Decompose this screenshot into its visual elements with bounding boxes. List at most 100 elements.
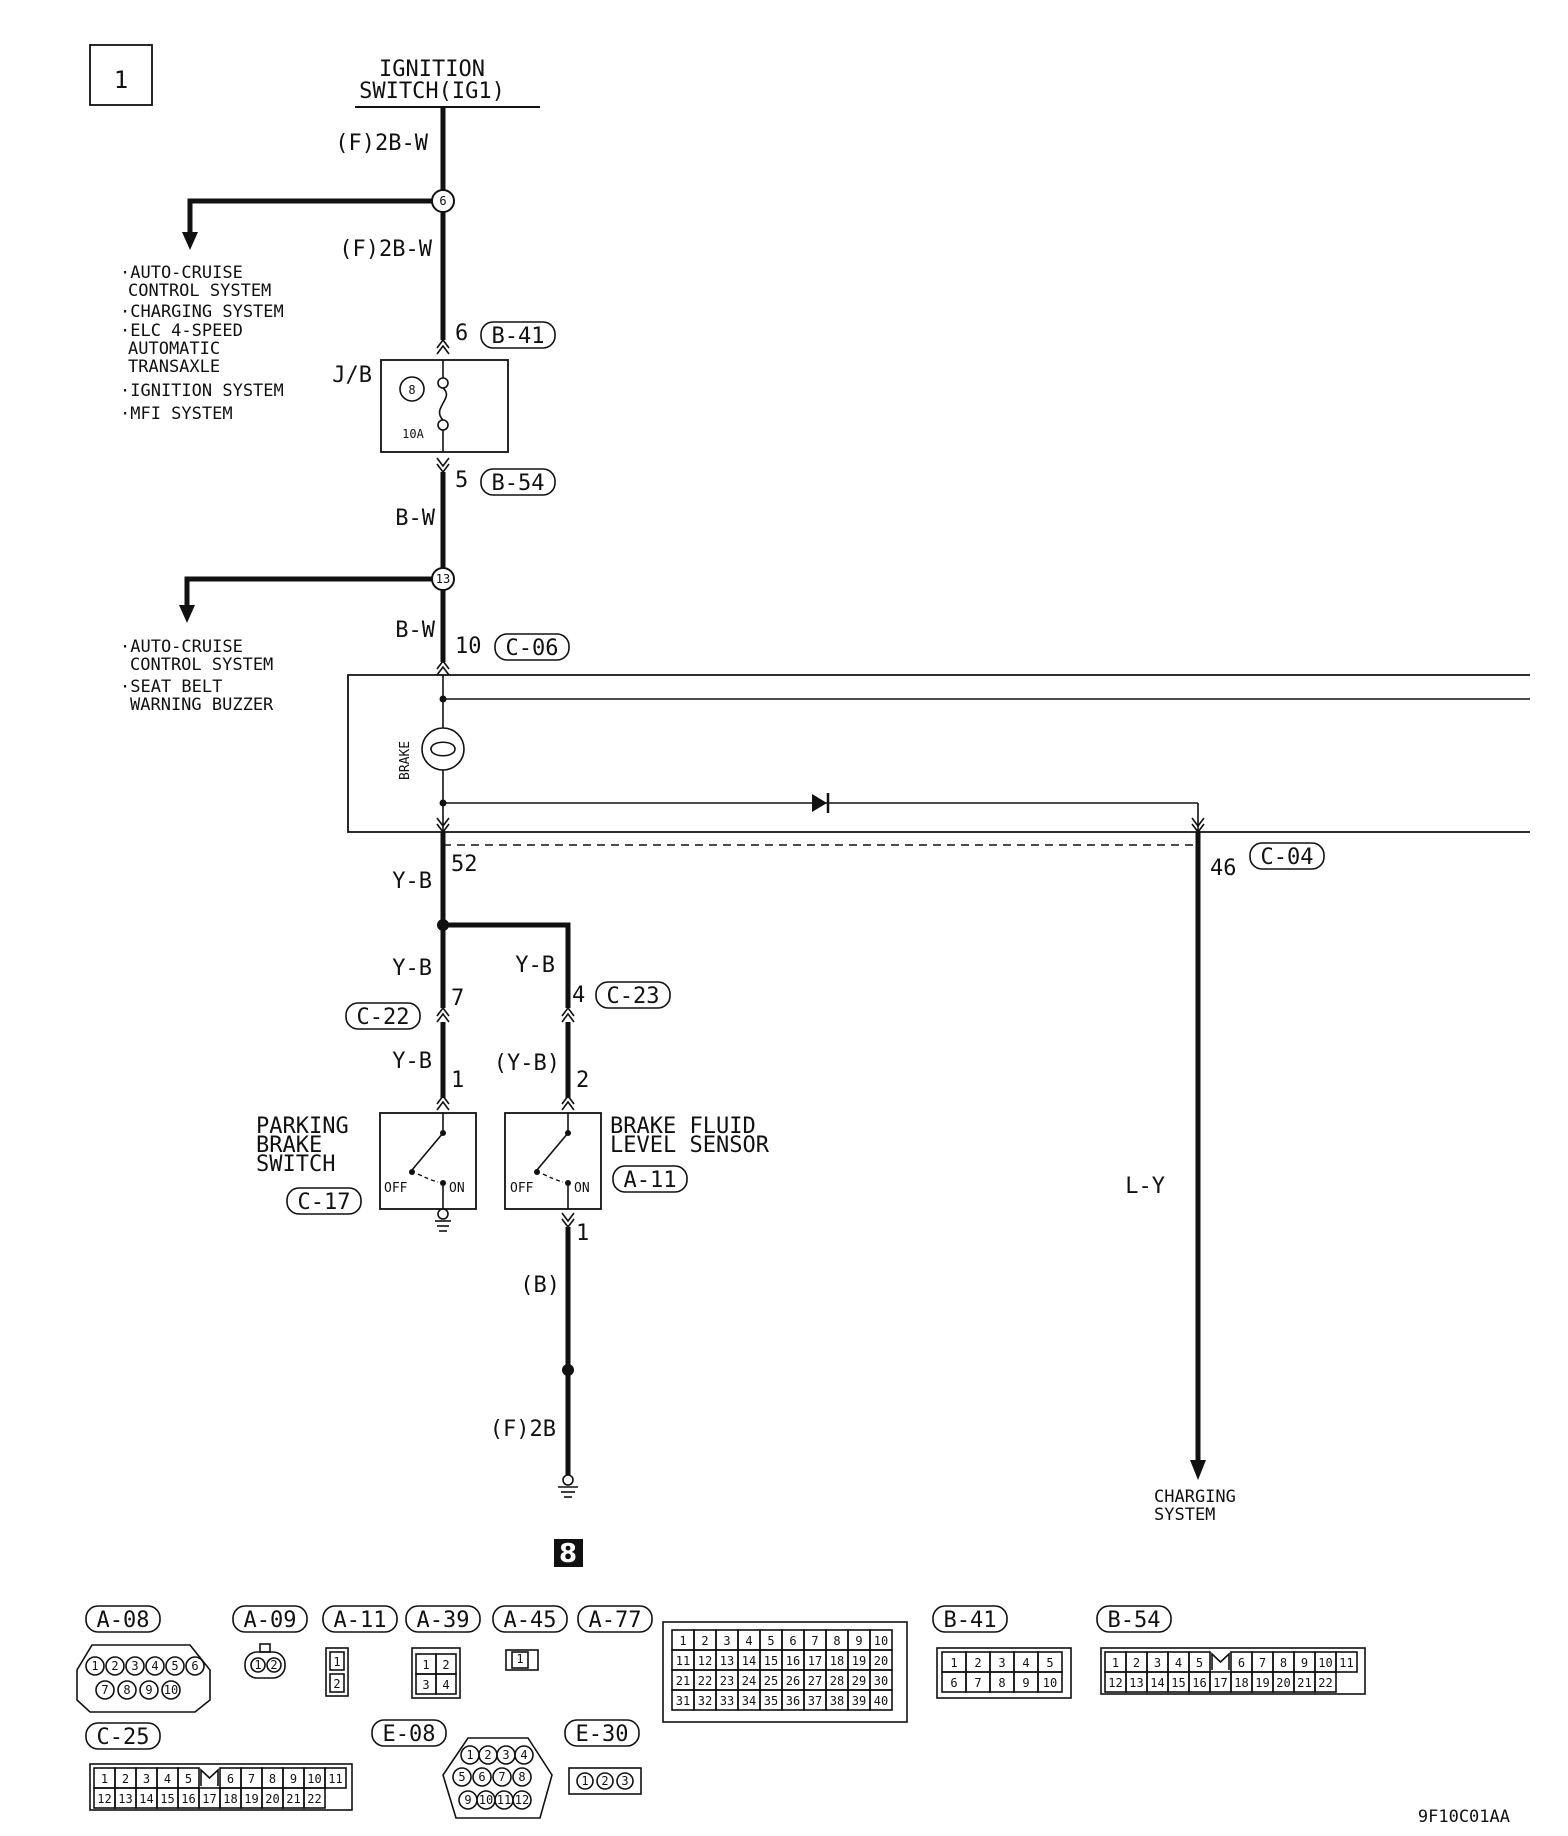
connector-pin-ring bbox=[161, 1680, 181, 1700]
b54-id: B-54 bbox=[492, 471, 545, 496]
connector-pin-ring bbox=[596, 1772, 614, 1790]
connector-pin-ring bbox=[185, 1656, 205, 1676]
parking-switch-label-1: PARKING bbox=[256, 1114, 349, 1139]
fluid-switch-lever bbox=[536, 1132, 569, 1171]
connector-pin: 15 bbox=[160, 1792, 174, 1806]
charging-dest-line2: SYSTEM bbox=[1154, 1505, 1215, 1525]
c17-tag bbox=[286, 1187, 362, 1215]
parking-switch-on: ON bbox=[449, 1181, 465, 1196]
svg-text:CONTROL SYSTEM: CONTROL SYSTEM bbox=[128, 281, 271, 301]
connector-pin: 13 bbox=[118, 1792, 132, 1806]
meter-box bbox=[347, 674, 1530, 833]
c22-id: C-22 bbox=[357, 1005, 410, 1030]
c22-chevron bbox=[436, 1006, 450, 1023]
connector-pin: 17 bbox=[1213, 1676, 1227, 1690]
c17-chevron bbox=[436, 1094, 450, 1111]
parking-switch-pivot bbox=[409, 1169, 415, 1175]
branch1-line bbox=[187, 198, 432, 235]
source-label-line2: SWITCH(IG1) bbox=[359, 79, 505, 104]
connector-pin: 18 bbox=[830, 1654, 844, 1668]
connector-pin: 2 bbox=[442, 1658, 449, 1672]
connector-pin: 2 bbox=[701, 1634, 708, 1648]
a11-chevron-bottom bbox=[561, 1212, 575, 1229]
ground-splice bbox=[562, 1364, 574, 1376]
connector-pin-ring bbox=[266, 1657, 282, 1673]
connector-pin: 36 bbox=[786, 1694, 800, 1708]
meter-node-1 bbox=[439, 695, 447, 703]
legend-a11: A-11 12 bbox=[322, 1605, 398, 1697]
wire-label-after-j2: B-W bbox=[395, 618, 435, 643]
connector-pin-cell bbox=[869, 1689, 893, 1711]
connector-pin: 6 bbox=[789, 1634, 796, 1648]
connector-pin: 29 bbox=[852, 1674, 866, 1688]
jb-box bbox=[380, 359, 509, 453]
b41-chevron bbox=[436, 338, 450, 355]
connector-pin: 20 bbox=[1276, 1676, 1290, 1690]
parking-switch-lever bbox=[411, 1132, 444, 1171]
connector-pin: 4 bbox=[164, 1772, 171, 1786]
svg-text:C-25: C-25 bbox=[97, 1725, 150, 1750]
connector-pin: 1 bbox=[466, 1748, 473, 1762]
connector-pin: 6 bbox=[1238, 1656, 1245, 1670]
connector-pin: 35 bbox=[764, 1694, 778, 1708]
connector-pin: 2 bbox=[270, 1658, 277, 1672]
connector-pin: 32 bbox=[698, 1694, 712, 1708]
c06-tag bbox=[494, 633, 570, 661]
svg-text:A-45: A-45 bbox=[504, 1608, 557, 1633]
jb-fuse-number: 8 bbox=[408, 383, 415, 397]
connector-pin-cell bbox=[1314, 1671, 1337, 1693]
connector-pin: 8 bbox=[123, 1683, 130, 1697]
connector-pin: 37 bbox=[808, 1694, 822, 1708]
connector-pin: 12 bbox=[698, 1654, 712, 1668]
connector-pin: 28 bbox=[830, 1674, 844, 1688]
connector-pin: 4 bbox=[1175, 1656, 1182, 1670]
b54-chevron bbox=[436, 457, 450, 474]
connector-pin: 3 bbox=[131, 1659, 138, 1673]
connector-pin: 23 bbox=[720, 1674, 734, 1688]
connector-pin: 5 bbox=[171, 1659, 178, 1673]
connector-pin: 16 bbox=[786, 1654, 800, 1668]
connector-pin: 34 bbox=[742, 1694, 756, 1708]
a11-pin-bottom: 1 bbox=[576, 1221, 589, 1246]
connector-pin: 24 bbox=[742, 1674, 756, 1688]
connector-pin: 7 bbox=[248, 1772, 255, 1786]
wire-label-to-c22: Y-B bbox=[392, 956, 432, 981]
connector-pin-ring bbox=[145, 1656, 165, 1676]
connector-pin: 10 bbox=[1318, 1656, 1332, 1670]
connector-pin: 15 bbox=[1171, 1676, 1185, 1690]
connector-pin: 21 bbox=[676, 1674, 690, 1688]
parking-switch-box bbox=[379, 1112, 477, 1210]
connector-pin: 17 bbox=[202, 1792, 216, 1806]
c04-id: C-04 bbox=[1261, 845, 1314, 870]
wire-label-to-fluid: (Y-B) bbox=[494, 1051, 560, 1076]
svg-text:·IGNITION SYSTEM: ·IGNITION SYSTEM bbox=[120, 381, 284, 401]
connector-pin: 14 bbox=[742, 1654, 756, 1668]
a11-pin-top: 2 bbox=[576, 1068, 589, 1093]
connector-pin: 5 bbox=[767, 1634, 774, 1648]
connector-pin: 16 bbox=[181, 1792, 195, 1806]
connector-pin: 9 bbox=[290, 1772, 297, 1786]
connector-pin: 14 bbox=[1150, 1676, 1164, 1690]
connector-pin: 8 bbox=[1280, 1656, 1287, 1670]
svg-text:B-54: B-54 bbox=[1108, 1608, 1161, 1633]
svg-text:A-39: A-39 bbox=[417, 1608, 470, 1633]
connector-pin: 3 bbox=[143, 1772, 150, 1786]
connector-pin-ring bbox=[514, 1745, 534, 1765]
connector-pin: 2 bbox=[111, 1659, 118, 1673]
connector-pin-ring bbox=[250, 1657, 266, 1673]
connector-pin: 31 bbox=[676, 1694, 690, 1708]
connector-pin-ring bbox=[117, 1680, 137, 1700]
fluid-sensor-label-1: BRAKE FLUID bbox=[610, 1114, 756, 1139]
connector-pin: 1 bbox=[950, 1656, 957, 1670]
connector-pin: 10 bbox=[164, 1683, 178, 1697]
junction-2-label: 13 bbox=[436, 572, 450, 586]
svg-text:E-08: E-08 bbox=[383, 1722, 436, 1747]
branch2-list: ·AUTO-CRUISE CONTROL SYSTEM ·SEAT BELT W… bbox=[120, 637, 274, 715]
connector-pin-ring bbox=[125, 1656, 145, 1676]
svg-text:E-30: E-30 bbox=[576, 1722, 629, 1747]
